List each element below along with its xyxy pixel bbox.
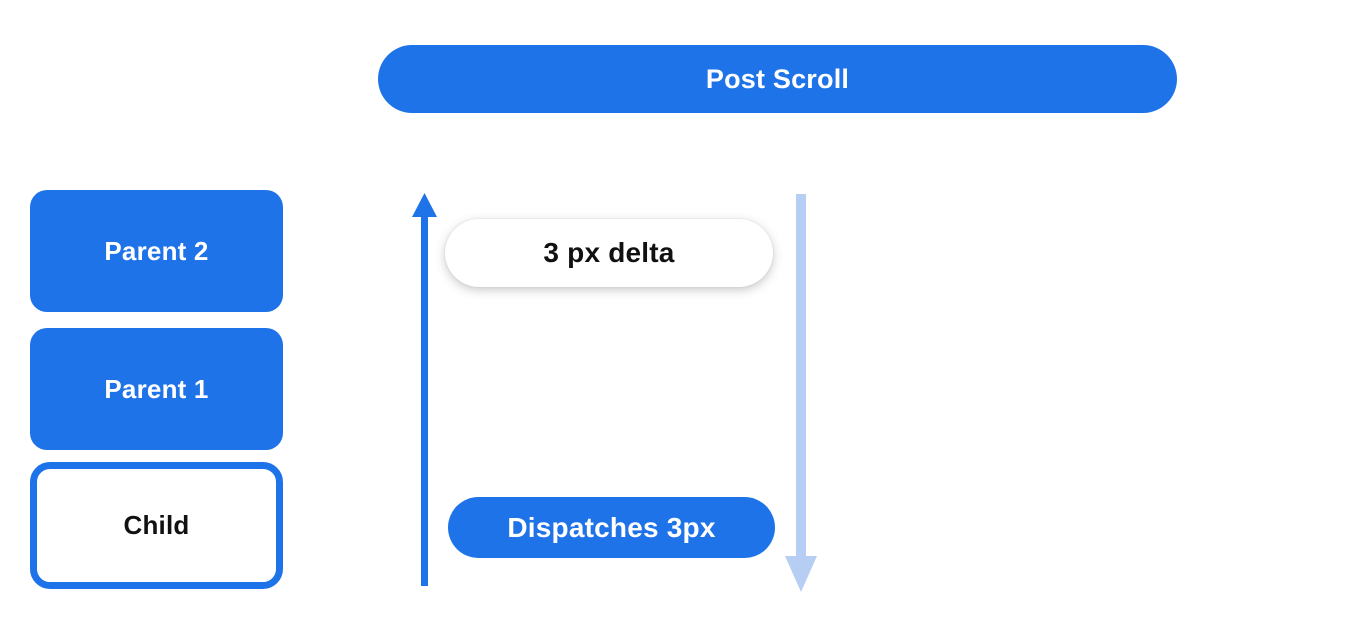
node-parent-2: Parent 2 [30, 190, 283, 312]
node-child-label: Child [123, 510, 190, 540]
up-arrow-icon [412, 193, 437, 586]
node-child: Child [30, 462, 283, 589]
node-parent-2-label: Parent 2 [104, 235, 209, 266]
post-scroll-label: Post Scroll [705, 63, 850, 94]
node-parent-1: Parent 1 [30, 328, 283, 450]
post-scroll-pill: Post Scroll [378, 45, 1177, 113]
dispatch-pill-label: Dispatches 3px [507, 511, 716, 543]
dispatch-pill: Dispatches 3px [448, 497, 775, 558]
down-arrow-icon [785, 194, 817, 592]
node-parent-1-label: Parent 1 [104, 373, 209, 404]
delta-pill: 3 px delta [445, 219, 773, 287]
delta-pill-label: 3 px delta [543, 237, 675, 268]
